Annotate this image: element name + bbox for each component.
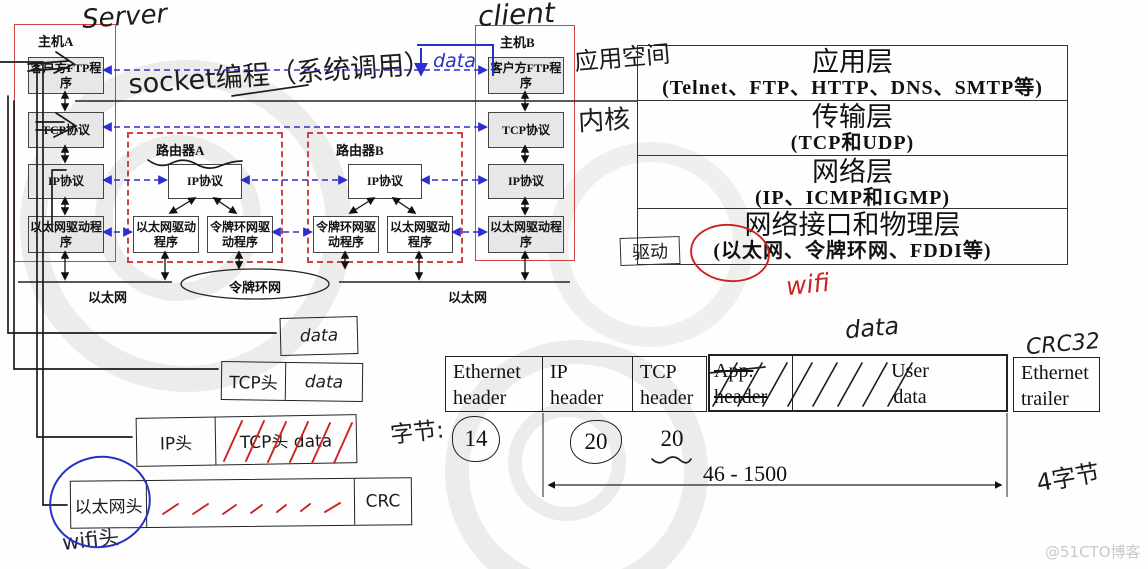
encap-tcp-data-cell: data [284,362,363,401]
host-b-ip-box: IP协议 [488,164,564,199]
frame-cell-ethernet-trailer: Ethernet trailer [1013,357,1100,412]
host-a-title: 主机A [38,34,74,49]
token-ring-label: 令牌环网 [228,280,281,295]
frame-cell-line1: Ethernet [453,361,521,383]
encap-ip-packet-box: IP头 TCP头 data [135,414,358,467]
encap-ip-header-cell: IP头 [159,433,193,455]
frame-cell-line2: header [714,386,768,408]
tcp-header-bytes-note: 20 [660,426,684,451]
blue-data-note-box: data [417,44,494,76]
host-a-ftp-box: 客户方FTP程序 [28,57,104,94]
link-layer-protocols: (以太网、令牌环网、FDDI等) [713,240,992,262]
bytes-label-note: 字节: [389,417,446,449]
host-b-title: 主机B [500,35,535,50]
frame-cell-user-data: User data [840,358,980,410]
encap-tcp-header-cell: TCP头 [229,373,278,394]
table-row-network: 网络层 (IP、ICMP和IGMP) [638,156,1067,209]
crc32-note: CRC32 [1025,328,1101,361]
encap-ethernet-frame-box: 以太网头 CRC [69,477,413,529]
transport-layer-title: 传输层 [812,102,893,132]
router-a-eth-driver-box: 以太网驱动程序 [133,216,199,253]
frame-cell-ethernet-header: Ethernet header [445,356,543,412]
router-b-ip-box: IP协议 [348,164,422,199]
network-layer-protocols: (IP、ICMP和IGMP) [754,187,951,209]
router-a-token-driver-box: 令牌环网驱动程序 [207,216,273,253]
frame-cell-line1: TCP [640,361,677,383]
frame-cell-line1: Ethernet [1021,362,1089,384]
frame-cell-line2: header [550,387,604,409]
driver-note-box: 驱动 [619,235,681,267]
host-a-eth-box: 以太网驱动程序 [28,216,104,253]
table-row-link: 网络接口和物理层 (以太网、令牌环网、FDDI等) [638,209,1067,262]
network-layer-title: 网络层 [812,157,893,187]
frame-cell-ip-header: IP header [543,356,633,412]
router-b-token-driver-box: 令牌环网驱动程序 [313,216,379,253]
frame-cell-line1: User [891,360,929,382]
frame-span-label: 46 - 1500 [702,461,788,486]
link-layer-title: 网络接口和物理层 [744,210,961,240]
router-b-outline [307,132,463,263]
protocol-layer-table: 应用层 (Telnet、FTP、HTTP、DNS、SMTP等) 传输层 (TCP… [637,45,1068,265]
host-b-tcp-box: TCP协议 [488,112,564,148]
encap-crc-cell: CRC [353,478,412,525]
server-note: Server [81,0,169,35]
frame-payload-divider [792,356,793,410]
wifi-note: wifi [784,267,831,302]
frame-payload-box: App. header User data [708,354,1008,412]
encap-data-cell: data [299,325,339,347]
encap-tcp-segment-box: TCP头 data [220,361,364,402]
encap-data-box: data [279,315,359,357]
application-layer-title: 应用层 [812,47,893,77]
ethernet-right-label: 以太网 [448,290,488,305]
host-b-eth-box: 以太网驱动程序 [488,216,564,253]
frame-cell-line1: App. [714,360,754,382]
frame-cell-line2: header [640,387,694,409]
frame-cell-line2: header [453,387,507,409]
kernel-note: 内核 [577,104,631,138]
frame-cell-tcp-header: TCP header [633,356,707,412]
router-a-title: 路由器A [156,143,205,158]
encap-eth-payload-cell [145,478,355,527]
router-b-title: 路由器B [336,143,384,158]
host-a-tcp-box: TCP协议 [28,112,104,148]
frame-cell-line1: IP [550,361,568,383]
watermark-credit: @51CTO博客 [1045,543,1141,561]
data-over-frame-note: data [843,311,901,345]
router-b-eth-driver-box: 以太网驱动程序 [387,216,453,253]
table-row-transport: 传输层 (TCP和UDP) [638,101,1067,156]
client-note: client [477,0,556,33]
router-a-ip-box: IP协议 [168,164,242,199]
wifi-header-note: wifi头 [61,525,121,555]
encap-ip-payload-cell: TCP头 data [214,415,357,465]
ip-header-bytes-note: 20 [570,420,622,464]
frame-cell-line2: trailer [1021,388,1069,410]
ethernet-left-label: 以太网 [88,290,128,305]
application-layer-protocols: (Telnet、FTP、HTTP、DNS、SMTP等) [662,77,1043,99]
host-a-ip-box: IP协议 [28,164,104,199]
four-bytes-note: 4字节 [1034,458,1102,498]
frame-cell-line2: data [893,386,927,408]
table-row-application: 应用层 (Telnet、FTP、HTTP、DNS、SMTP等) [638,46,1067,101]
encap-eth-header-cell: 以太网头 [74,496,143,518]
transport-layer-protocols: (TCP和UDP) [790,132,915,154]
ethernet-header-bytes-note: 14 [452,416,500,462]
frame-cell-app-header: App. header [714,358,767,410]
router-a-outline [127,132,283,263]
host-b-ftp-box: 客户方FTP程序 [488,57,564,94]
